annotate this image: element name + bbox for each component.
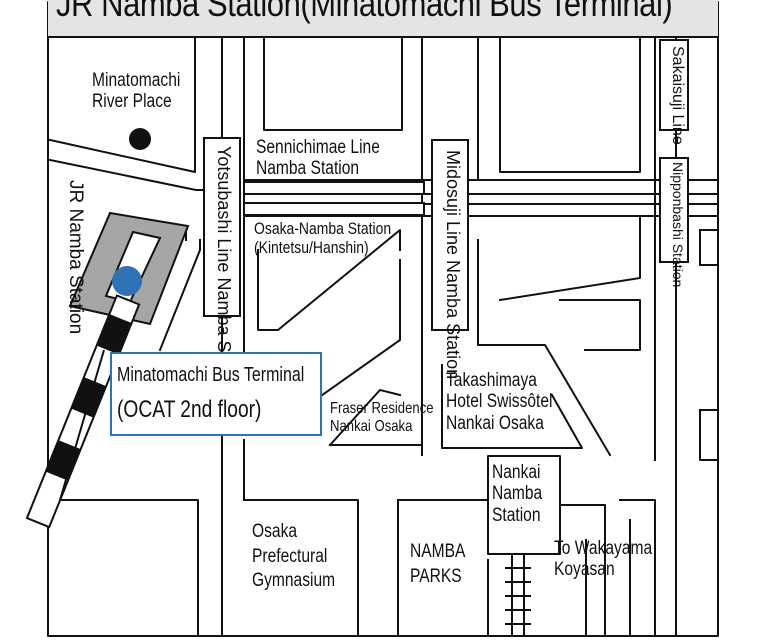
label-fraser-residence: Fraser Residence Nankai Osaka <box>330 400 434 435</box>
label-sennichimae-line: Sennichimae Line Namba Station <box>256 137 380 180</box>
label-namba-parks: NAMBA PARKS <box>410 541 466 587</box>
label-nipponbashi-station: Nipponbashi Station <box>670 162 686 288</box>
label-midosuji-line-namba-station: Midosuji Line Namba Station <box>443 150 463 380</box>
label-sakaisuji-line: Sakaisuji Line <box>669 46 686 145</box>
bus-terminal-callout: Minatomachi Bus Terminal (OCAT 2nd floor… <box>110 352 322 436</box>
label-osaka-namba-station: Osaka-Namba Station (Kintetsu/Hanshin) <box>254 219 392 258</box>
callout-floor: (OCAT 2nd floor) <box>117 396 262 423</box>
label-takashimaya: Takashimaya Hotel Swissôtel Nankai Osaka <box>446 370 553 434</box>
map-title-bar: JR Namba Station(Minatomachi Bus Termina… <box>48 0 718 38</box>
callout-terminal-name: Minatomachi Bus Terminal <box>117 364 305 386</box>
label-minatomachi-river-place: Minatomachi River Place <box>92 70 181 113</box>
location-marker-icon <box>112 266 142 296</box>
label-to-wakayama-koyasan: To Wakayama Koyasan <box>554 538 653 581</box>
label-jr-namba-station: JR Namba Station <box>65 180 86 335</box>
label-nankai-namba-station: Nankai Namba Station <box>492 462 543 526</box>
map-title: JR Namba Station(Minatomachi Bus Termina… <box>56 0 673 24</box>
label-osaka-prefectural-gymnasium: Osaka Prefectural Gymnasium <box>252 521 336 592</box>
